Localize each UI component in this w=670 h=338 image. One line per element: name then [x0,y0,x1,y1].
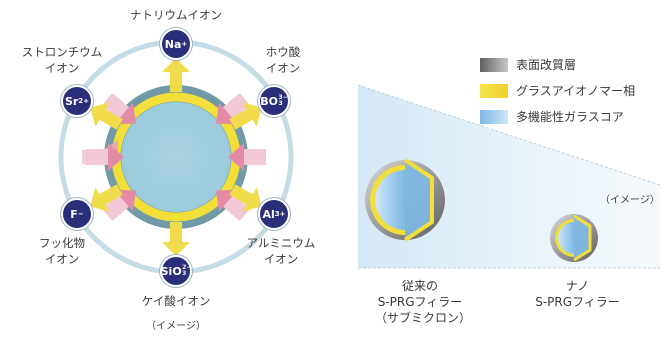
sr-ion-label: ストロンチウムイオン [21,45,103,75]
si-ion-label: ケイ酸イオン [141,294,211,308]
f-ion-label: フッ化物イオン [39,236,85,266]
al-ion-label: アルミニウムイオン [246,236,316,266]
image-note-right: （イメージ） [600,195,660,206]
na-ion-label: ナトリウムイオン [130,8,222,22]
nano-filler-caption: ナノ S-PRGフィラー [535,279,620,309]
legend-label-ionomer: グラスアイオノマー相 [516,84,636,98]
legend-swatch-surface [480,58,508,72]
image-note-left: （イメージ） [146,321,206,332]
conventional-filler-caption: 従来の S-PRGフィラー （サブミクロン） [375,279,472,325]
glass-core [121,102,231,212]
nano-filler-sphere [550,214,598,262]
legend-label-surface: 表面改質層 [516,58,577,72]
legend-swatch-ionomer [480,84,508,98]
conventional-filler-sphere [365,158,445,242]
yellow-arrow-set [90,58,262,256]
legend-swatch-core [480,110,508,124]
na-ion-icon: Na+ [160,28,192,60]
legend-label-core: 多機能性ガラスコア [516,110,624,124]
f-ion-icon: F− [61,198,93,230]
bo-ion-label: ホウ酸イオン [265,45,301,75]
